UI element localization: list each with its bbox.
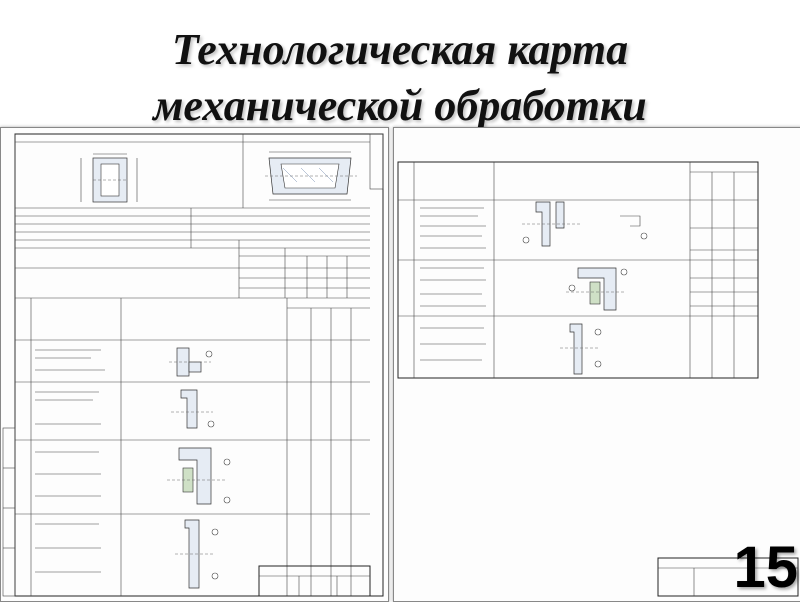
technical-drawing-right (397, 161, 799, 597)
title-line-1: Технологическая карта (171, 25, 629, 74)
slide-title: Технологическая карта механической обраб… (0, 22, 800, 134)
operation-sketch-6 (566, 267, 628, 311)
operation-sketch-7 (560, 323, 602, 375)
title-line-2: механической обработки (153, 81, 647, 130)
operation-sketch-3 (167, 447, 231, 505)
operation-sketch-4 (175, 519, 219, 589)
blank-sketch (80, 153, 138, 203)
operation-sketch-2 (171, 389, 215, 429)
operation-sketch-5 (522, 201, 648, 247)
operation-sketch-1 (169, 347, 213, 377)
part-sketch (265, 151, 357, 201)
drawing-sheet-right (393, 127, 800, 602)
page-number: 15 (733, 535, 798, 600)
drawing-sheet-left (0, 127, 389, 602)
technical-drawing-left (2, 133, 384, 597)
